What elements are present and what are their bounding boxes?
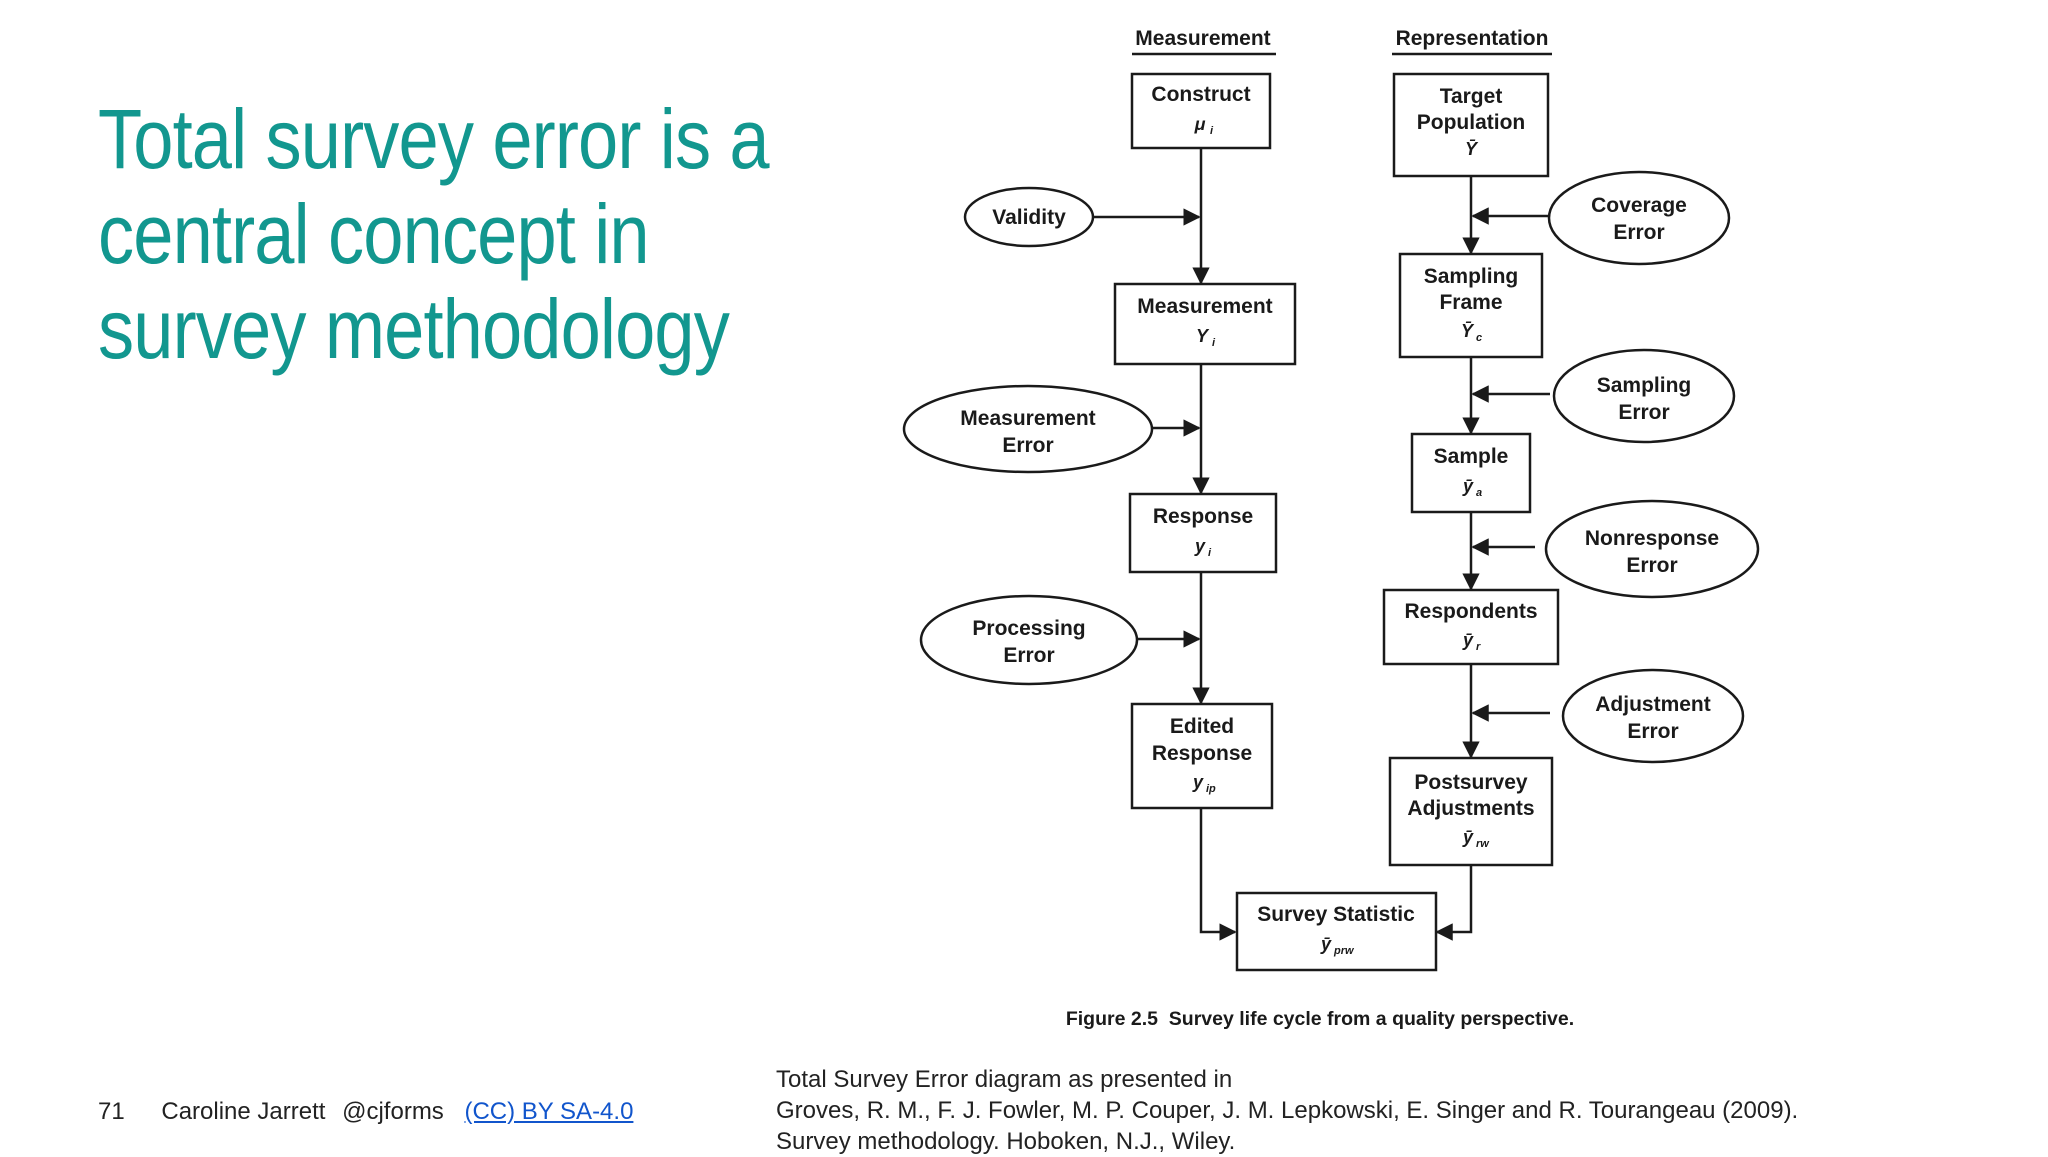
box-response: Response y i bbox=[1128, 492, 1278, 574]
slide-title-line-1: Total survey error is a bbox=[98, 92, 770, 186]
ellipse-adjustment-error: Adjustment Error bbox=[1561, 668, 1745, 764]
arrow-postsurvey-adjustments-to-survey-statistic bbox=[1435, 865, 1473, 941]
measurement-header: Measurement bbox=[1132, 27, 1276, 56]
ellipse-coverage-error-label-1: Coverage bbox=[1591, 194, 1687, 217]
box-sampling-frame: Sampling Frame Ȳ c bbox=[1398, 252, 1544, 359]
box-response-symbol: y bbox=[1194, 536, 1206, 556]
box-edited-response: Edited Response y ip bbox=[1130, 702, 1274, 810]
box-survey-statistic-subscript: prw bbox=[1333, 945, 1355, 957]
box-response-subscript: i bbox=[1208, 547, 1212, 559]
ellipse-validity-label: Validity bbox=[992, 206, 1066, 229]
representation-header: Representation bbox=[1392, 27, 1552, 56]
author-handle: @cjforms bbox=[342, 1098, 444, 1125]
slide-title-line-3: survey methodology bbox=[98, 282, 730, 376]
figure-caption: Figure 2.5 Survey life cycle from a qual… bbox=[1066, 1008, 1574, 1030]
slide-footer: 71 Caroline Jarrett @cjforms (CC) BY SA-… bbox=[98, 1098, 633, 1126]
box-sample-label: Sample bbox=[1434, 445, 1509, 468]
ellipse-processing-error: Processing Error bbox=[919, 594, 1139, 686]
ellipse-adjustment-error-label-1: Adjustment bbox=[1595, 693, 1711, 716]
ellipse-measurement-error-label-2: Error bbox=[1002, 434, 1053, 457]
box-target-population: Target Population Ȳ bbox=[1392, 72, 1550, 178]
citation-line-1: Total Survey Error diagram as presented … bbox=[776, 1066, 1233, 1093]
box-respondents-label: Respondents bbox=[1404, 600, 1537, 623]
box-survey-statistic-symbol: ȳ bbox=[1320, 934, 1332, 954]
box-sampling-frame-label-1: Sampling bbox=[1424, 265, 1519, 288]
box-target-population-label-1: Target bbox=[1440, 85, 1503, 108]
box-sampling-frame-symbol: Ȳ bbox=[1461, 321, 1475, 341]
box-sample-subscript: a bbox=[1476, 487, 1482, 499]
slide-title: Total survey error is a central concept … bbox=[98, 92, 770, 377]
box-sampling-frame-label-2: Frame bbox=[1439, 291, 1502, 314]
box-construct-subscript: i bbox=[1210, 125, 1214, 137]
box-postsurvey-adjustments-symbol: ȳ bbox=[1462, 827, 1474, 847]
box-measurement-subscript: i bbox=[1212, 337, 1216, 349]
box-sampling-frame-subscript: c bbox=[1476, 332, 1482, 344]
citation-line-2: Groves, R. M., F. J. Fowler, M. P. Coupe… bbox=[776, 1097, 1799, 1124]
author-name: Caroline Jarrett bbox=[161, 1098, 326, 1125]
box-survey-statistic: Survey Statistic ȳ prw bbox=[1235, 891, 1438, 972]
box-measurement: Measurement Y i bbox=[1113, 282, 1297, 366]
box-edited-response-subscript: ip bbox=[1206, 783, 1216, 795]
box-construct: Construct μ i bbox=[1130, 72, 1272, 150]
ellipse-validity: Validity bbox=[963, 186, 1095, 248]
box-measurement-label: Measurement bbox=[1137, 295, 1272, 318]
ellipse-adjustment-error-label-2: Error bbox=[1627, 720, 1678, 743]
ellipse-measurement-error: Measurement Error bbox=[902, 384, 1154, 474]
ellipse-sampling-error-label-1: Sampling bbox=[1597, 374, 1692, 397]
box-postsurvey-adjustments-subscript: rw bbox=[1476, 838, 1490, 850]
box-sample: Sample ȳ a bbox=[1410, 432, 1532, 514]
ellipse-nonresponse-error-label-2: Error bbox=[1626, 554, 1677, 577]
page-number: 71 bbox=[98, 1098, 125, 1125]
box-edited-response-symbol: y bbox=[1192, 772, 1204, 792]
ellipse-processing-error-label-1: Processing bbox=[972, 617, 1085, 640]
measurement-header-text: Measurement bbox=[1135, 27, 1270, 50]
ellipse-sampling-error-label-2: Error bbox=[1618, 401, 1669, 424]
box-edited-response-label-2: Response bbox=[1152, 742, 1252, 765]
box-construct-label: Construct bbox=[1151, 83, 1250, 106]
citation: Total Survey Error diagram as presented … bbox=[776, 1064, 1798, 1157]
representation-header-text: Representation bbox=[1396, 27, 1549, 50]
box-postsurvey-adjustments: Postsurvey Adjustments ȳ rw bbox=[1388, 756, 1554, 867]
box-postsurvey-adjustments-label-1: Postsurvey bbox=[1414, 771, 1528, 794]
box-response-label: Response bbox=[1153, 505, 1253, 528]
ellipse-processing-error-label-2: Error bbox=[1003, 644, 1054, 667]
ellipse-coverage-error-label-2: Error bbox=[1613, 221, 1664, 244]
box-sample-symbol: ȳ bbox=[1462, 476, 1474, 496]
ellipse-nonresponse-error: Nonresponse Error bbox=[1544, 499, 1760, 599]
arrow-edited-response-to-survey-statistic bbox=[1199, 808, 1237, 941]
citation-line-3: Survey methodology. Hoboken, N.J., Wiley… bbox=[776, 1128, 1236, 1155]
slide-title-line-2: central concept in bbox=[98, 187, 650, 281]
ellipse-measurement-error-label-1: Measurement bbox=[960, 407, 1095, 430]
box-construct-symbol: μ bbox=[1194, 114, 1206, 134]
box-target-population-label-2: Population bbox=[1417, 111, 1526, 134]
ellipse-sampling-error: Sampling Error bbox=[1552, 348, 1736, 444]
box-respondents: Respondents ȳ r bbox=[1382, 588, 1560, 666]
ellipse-coverage-error: Coverage Error bbox=[1547, 170, 1731, 266]
box-respondents-subscript: r bbox=[1476, 641, 1481, 653]
box-postsurvey-adjustments-label-2: Adjustments bbox=[1407, 797, 1534, 820]
box-edited-response-label-1: Edited bbox=[1170, 715, 1234, 738]
box-survey-statistic-label: Survey Statistic bbox=[1257, 903, 1415, 926]
box-respondents-symbol: ȳ bbox=[1462, 630, 1474, 650]
license-link[interactable]: (CC) BY SA-4.0 bbox=[464, 1098, 634, 1125]
box-target-population-symbol: Ȳ bbox=[1465, 139, 1479, 159]
ellipse-nonresponse-error-label-1: Nonresponse bbox=[1585, 527, 1719, 550]
box-measurement-symbol: Y bbox=[1196, 326, 1210, 346]
